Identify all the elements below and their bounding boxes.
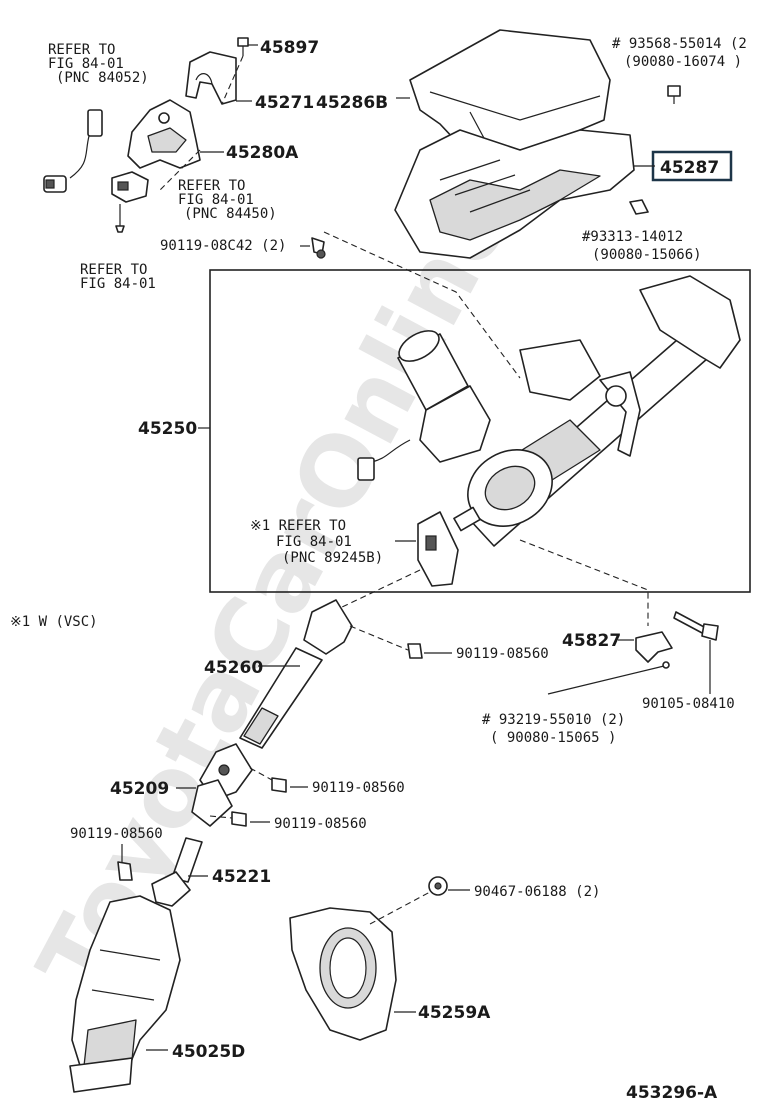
svg-text:( 90080-15065 ): ( 90080-15065 ) bbox=[490, 730, 616, 746]
svg-text:FIG 84-01: FIG 84-01 bbox=[80, 276, 156, 292]
boot-45025D bbox=[69, 895, 181, 1093]
hash-note-93219: # 93219-55010 (2) ( 90080-15065 ) bbox=[482, 712, 625, 746]
refer-note-84-01: REFER TO FIG 84-01 bbox=[80, 262, 156, 292]
bolt-label-90105-08410: 90105-08410 bbox=[642, 696, 735, 712]
upper-bracket-45271 bbox=[185, 51, 237, 105]
highlight-box-45287 bbox=[651, 150, 733, 182]
svg-text:(PNC 84450): (PNC 84450) bbox=[184, 206, 277, 222]
part-label-45287: 45287 bbox=[660, 158, 719, 178]
steering-column-45250 bbox=[357, 275, 741, 547]
ujoint-45209 bbox=[191, 743, 253, 827]
bolt-label-90119-08c42: 90119-08C42 (2) bbox=[160, 238, 286, 254]
bolt-label-90119-08560-a: 90119-08560 bbox=[456, 646, 549, 662]
lower-cover-45287 bbox=[394, 129, 635, 259]
part-label-45259A: 45259A bbox=[418, 1003, 491, 1023]
bolt-90119-08560-b bbox=[271, 777, 287, 793]
svg-text:#93313-14012: #93313-14012 bbox=[582, 229, 683, 245]
svg-text:(90080-15066): (90080-15066) bbox=[592, 247, 702, 263]
clip-90467-06188 bbox=[428, 876, 448, 896]
part-label-45827: 45827 bbox=[562, 631, 621, 651]
bolt-label-90119-08560-c: 90119-08560 bbox=[274, 816, 367, 832]
refer-note-84450: REFER TO FIG 84-01 (PNC 84450) bbox=[178, 178, 277, 222]
refer-note-84052: REFER TO FIG 84-01 (PNC 84052) bbox=[48, 42, 149, 86]
screw-45897 bbox=[237, 37, 249, 56]
part-label-45271: 45271 bbox=[255, 93, 314, 113]
part-label-45260: 45260 bbox=[204, 658, 263, 678]
svg-text:# 93219-55010 (2): # 93219-55010 (2) bbox=[482, 712, 625, 728]
hash-note-93568: # 93568-55014 (2 (90080-16074 ) bbox=[612, 36, 747, 70]
column-assy-box bbox=[209, 269, 751, 593]
screw-90119-08c42 bbox=[311, 237, 326, 259]
cover-45259A bbox=[289, 907, 397, 1041]
svg-text:(PNC 89245B): (PNC 89245B) bbox=[282, 550, 383, 566]
bolt-label-90119-08560-b: 90119-08560 bbox=[312, 780, 405, 796]
part-label-45897: 45897 bbox=[260, 38, 319, 58]
svg-text:FIG 84-01: FIG 84-01 bbox=[276, 534, 352, 550]
svg-text:REFER TO: REFER TO bbox=[48, 42, 115, 58]
part-label-45250: 45250 bbox=[138, 419, 197, 439]
part-label-45280A: 45280A bbox=[226, 143, 299, 163]
svg-text:FIG 84-01: FIG 84-01 bbox=[178, 192, 254, 208]
shaft-45221 bbox=[151, 837, 203, 907]
refer-wire-harness bbox=[43, 109, 103, 193]
bolt-label-90119-08560-d: 90119-08560 bbox=[70, 826, 163, 842]
svg-text:REFER TO: REFER TO bbox=[178, 178, 245, 194]
svg-text:(PNC 84052): (PNC 84052) bbox=[56, 70, 149, 86]
screw-93313 bbox=[629, 199, 649, 215]
refer-note-89245B: ※1 REFER TO FIG 84-01 (PNC 89245B) bbox=[250, 518, 383, 566]
svg-text:FIG 84-01: FIG 84-01 bbox=[48, 56, 124, 72]
bracket-89245B bbox=[417, 511, 459, 587]
transponder-coil bbox=[111, 171, 149, 203]
bolt-90105-08410 bbox=[673, 611, 719, 641]
part-label-45286B: 45286B bbox=[316, 93, 388, 113]
figure-id: 453296-A bbox=[626, 1083, 718, 1103]
bolt-90119-08560-a bbox=[407, 643, 423, 659]
svg-text:(90080-16074 ): (90080-16074 ) bbox=[624, 54, 742, 70]
footnote-vsc: ※1 W (VSC) bbox=[10, 614, 98, 630]
svg-text:※1 REFER TO: ※1 REFER TO bbox=[250, 518, 346, 534]
part-label-45209: 45209 bbox=[110, 779, 169, 799]
part-label-45221: 45221 bbox=[212, 867, 271, 887]
switch-housing-45280A bbox=[127, 99, 201, 169]
svg-text:# 93568-55014 (2: # 93568-55014 (2 bbox=[612, 36, 747, 52]
intermediate-shaft-45260 bbox=[239, 599, 353, 749]
bolt-90119-08560-d bbox=[117, 861, 133, 881]
clip-45827 bbox=[635, 631, 673, 663]
bolt-90119-08560-c bbox=[231, 811, 247, 827]
hash-note-93313: #93313-14012 (90080-15066) bbox=[582, 229, 702, 263]
bolt-label-90467-06188: 90467-06188 (2) bbox=[474, 884, 600, 900]
part-label-45025D: 45025D bbox=[172, 1042, 245, 1062]
screw-93568 bbox=[667, 85, 681, 104]
svg-text:REFER TO: REFER TO bbox=[80, 262, 147, 278]
